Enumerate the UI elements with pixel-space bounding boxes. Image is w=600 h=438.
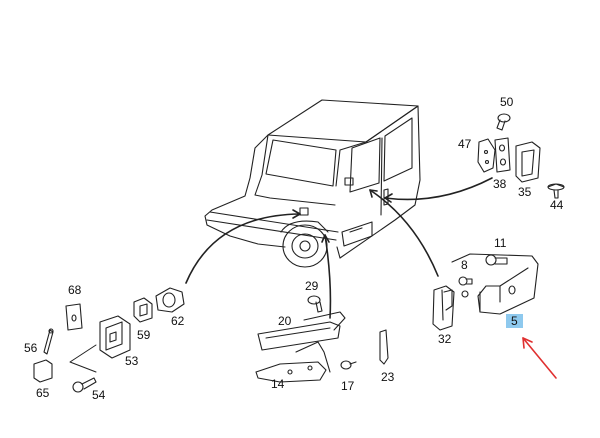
part-label-65: 65	[36, 386, 50, 400]
part-label-17: 17	[341, 379, 355, 393]
part-44-screw	[547, 183, 565, 199]
part-53-housing	[99, 315, 131, 359]
part-label-23: 23	[381, 370, 395, 384]
part-label-5-highlighted: 5	[506, 314, 523, 328]
part-label-44: 44	[550, 198, 564, 212]
part-label-54: 54	[92, 388, 106, 402]
part-label-53: 53	[125, 354, 139, 368]
part-label-14: 14	[271, 377, 285, 391]
part-32-block	[432, 285, 455, 331]
callout-arrows	[185, 177, 493, 319]
part-38-plate	[494, 137, 511, 173]
part-56-pin	[43, 328, 54, 355]
part-5-hinge	[451, 253, 539, 315]
part-label-35: 35	[518, 185, 532, 199]
part-label-56: 56	[24, 341, 38, 355]
part-14-linkage	[255, 341, 331, 383]
part-50-bolt	[496, 113, 511, 131]
part-label-47: 47	[458, 137, 472, 151]
part-label-38: 38	[493, 177, 507, 191]
part-11-bolt	[485, 254, 508, 266]
part-label-29: 29	[305, 279, 319, 293]
part-62-handle	[155, 287, 185, 313]
part-label-68: 68	[68, 283, 82, 297]
part-47-bracket	[477, 138, 496, 173]
part-label-50: 50	[500, 95, 514, 109]
part-label-62: 62	[171, 314, 185, 328]
part-17-screw	[340, 360, 357, 370]
red-pointer-arrow	[522, 337, 557, 379]
part-29-screw	[307, 295, 323, 313]
part-label-59: 59	[137, 328, 151, 342]
part-8-screws	[458, 276, 473, 298]
van-illustration	[204, 99, 421, 268]
part-65-block	[33, 359, 53, 383]
part-label-20: 20	[278, 314, 292, 328]
part-label-8: 8	[461, 258, 468, 272]
part-68-plate	[65, 303, 83, 331]
part-23-clip	[379, 329, 389, 365]
part-20-rod	[257, 311, 346, 351]
part-label-32: 32	[438, 332, 452, 346]
part-35-striker	[515, 141, 541, 183]
part-59-clip	[133, 297, 153, 323]
part-label-11: 11	[494, 236, 507, 250]
part-54-bolt	[72, 377, 97, 393]
